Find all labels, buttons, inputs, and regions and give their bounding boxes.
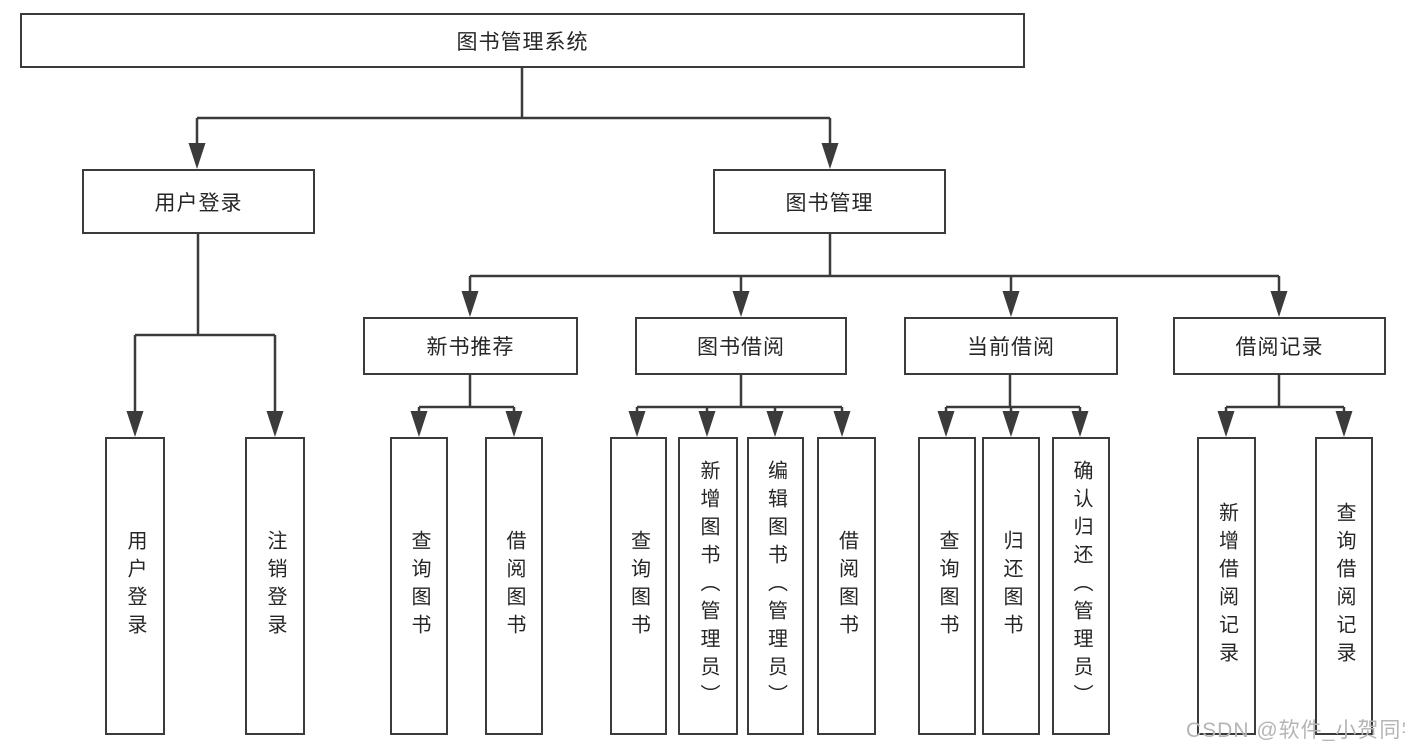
leaf-logout: 注销登录: [245, 437, 305, 735]
node-book-borrowing: 图书借阅: [635, 317, 847, 375]
node-label: 借阅图书: [503, 530, 525, 642]
leaf-query-books: 查询图书: [918, 437, 976, 735]
node-label: 查询图书: [408, 530, 430, 642]
node-new-book-recommendation: 新书推荐: [363, 317, 578, 375]
leaf-return-books: 归还图书: [982, 437, 1040, 735]
node-label: 借阅图书: [835, 530, 858, 642]
node-label: 新增图书（管理员）: [697, 460, 719, 712]
leaf-edit-books-admin: 编辑图书（管理员）: [747, 437, 804, 735]
leaf-query-books: 查询图书: [610, 437, 667, 735]
node-current-borrowing: 当前借阅: [904, 317, 1118, 375]
leaf-query-books: 查询图书: [390, 437, 448, 735]
node-label: 归还图书: [1000, 530, 1022, 642]
node-label: 图书借阅: [697, 336, 785, 359]
node-label: 查询图书: [627, 530, 650, 642]
node-label: 确认归还（管理员）: [1070, 460, 1092, 712]
leaf-add-borrow-record: 新增借阅记录: [1197, 437, 1256, 735]
leaf-confirm-return-admin: 确认归还（管理员）: [1052, 437, 1110, 735]
connector-arrowheads: [126, 143, 1353, 437]
leaf-borrow-books: 借阅图书: [817, 437, 876, 735]
node-borrowing-records: 借阅记录: [1173, 317, 1386, 375]
leaf-add-books-admin: 新增图书（管理员）: [678, 437, 738, 735]
node-label: 图书管理系统: [456, 30, 589, 54]
node-label: 新增借阅记录: [1215, 502, 1238, 670]
node-book-management: 图书管理: [713, 169, 946, 234]
node-label: 借阅记录: [1235, 336, 1324, 359]
leaf-user-login: 用户登录: [105, 437, 165, 735]
node-user-login: 用户登录: [82, 169, 315, 234]
node-label: 查询借阅记录: [1333, 502, 1355, 670]
node-label: 用户登录: [154, 191, 243, 215]
node-label: 用户登录: [124, 530, 146, 642]
csdn-watermark: CSDN @软件_小贺同学: [1186, 719, 1405, 742]
leaf-query-borrow-record: 查询借阅记录: [1315, 437, 1373, 735]
node-label: 编辑图书（管理员）: [764, 460, 787, 712]
node-label: 注销登录: [264, 530, 286, 642]
node-label: 新书推荐: [426, 336, 515, 359]
node-label: 图书管理: [785, 191, 874, 215]
node-label: 查询图书: [936, 530, 958, 642]
node-label: 当前借阅: [967, 336, 1055, 359]
node-library-system: 图书管理系统: [20, 13, 1025, 68]
leaf-borrow-books: 借阅图书: [485, 437, 543, 735]
